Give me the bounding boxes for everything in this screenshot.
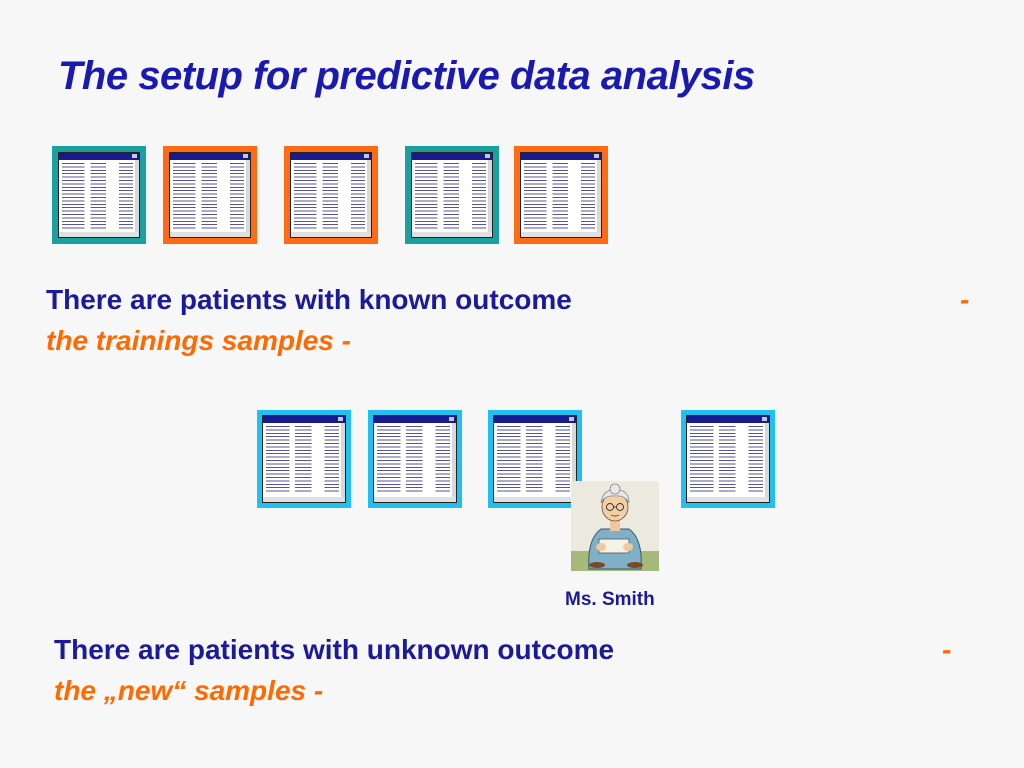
training-sample-window [52,146,146,244]
training-sample-window [514,146,608,244]
person-caption: Ms. Smith [565,589,655,610]
training-description: There are patients with known outcome [46,284,572,315]
new-description: There are patients with unknown outcome [54,634,615,665]
patient-icon [571,481,659,571]
training-sample-window [163,146,257,244]
training-sample-window [405,146,499,244]
slide-title: The setup for predictive data analysis [58,54,755,98]
new-dash: - [942,634,952,665]
training-sample-window [284,146,378,244]
new-sample-window [488,410,582,508]
training-dash: - [960,284,970,315]
new-sample-window [257,410,351,508]
new-sample-window [368,410,462,508]
ms-smith-illustration [571,481,659,571]
new-samples-label: the „new“ samples - [54,675,324,706]
training-samples-label: the trainings samples - [46,325,351,356]
new-sample-window [681,410,775,508]
